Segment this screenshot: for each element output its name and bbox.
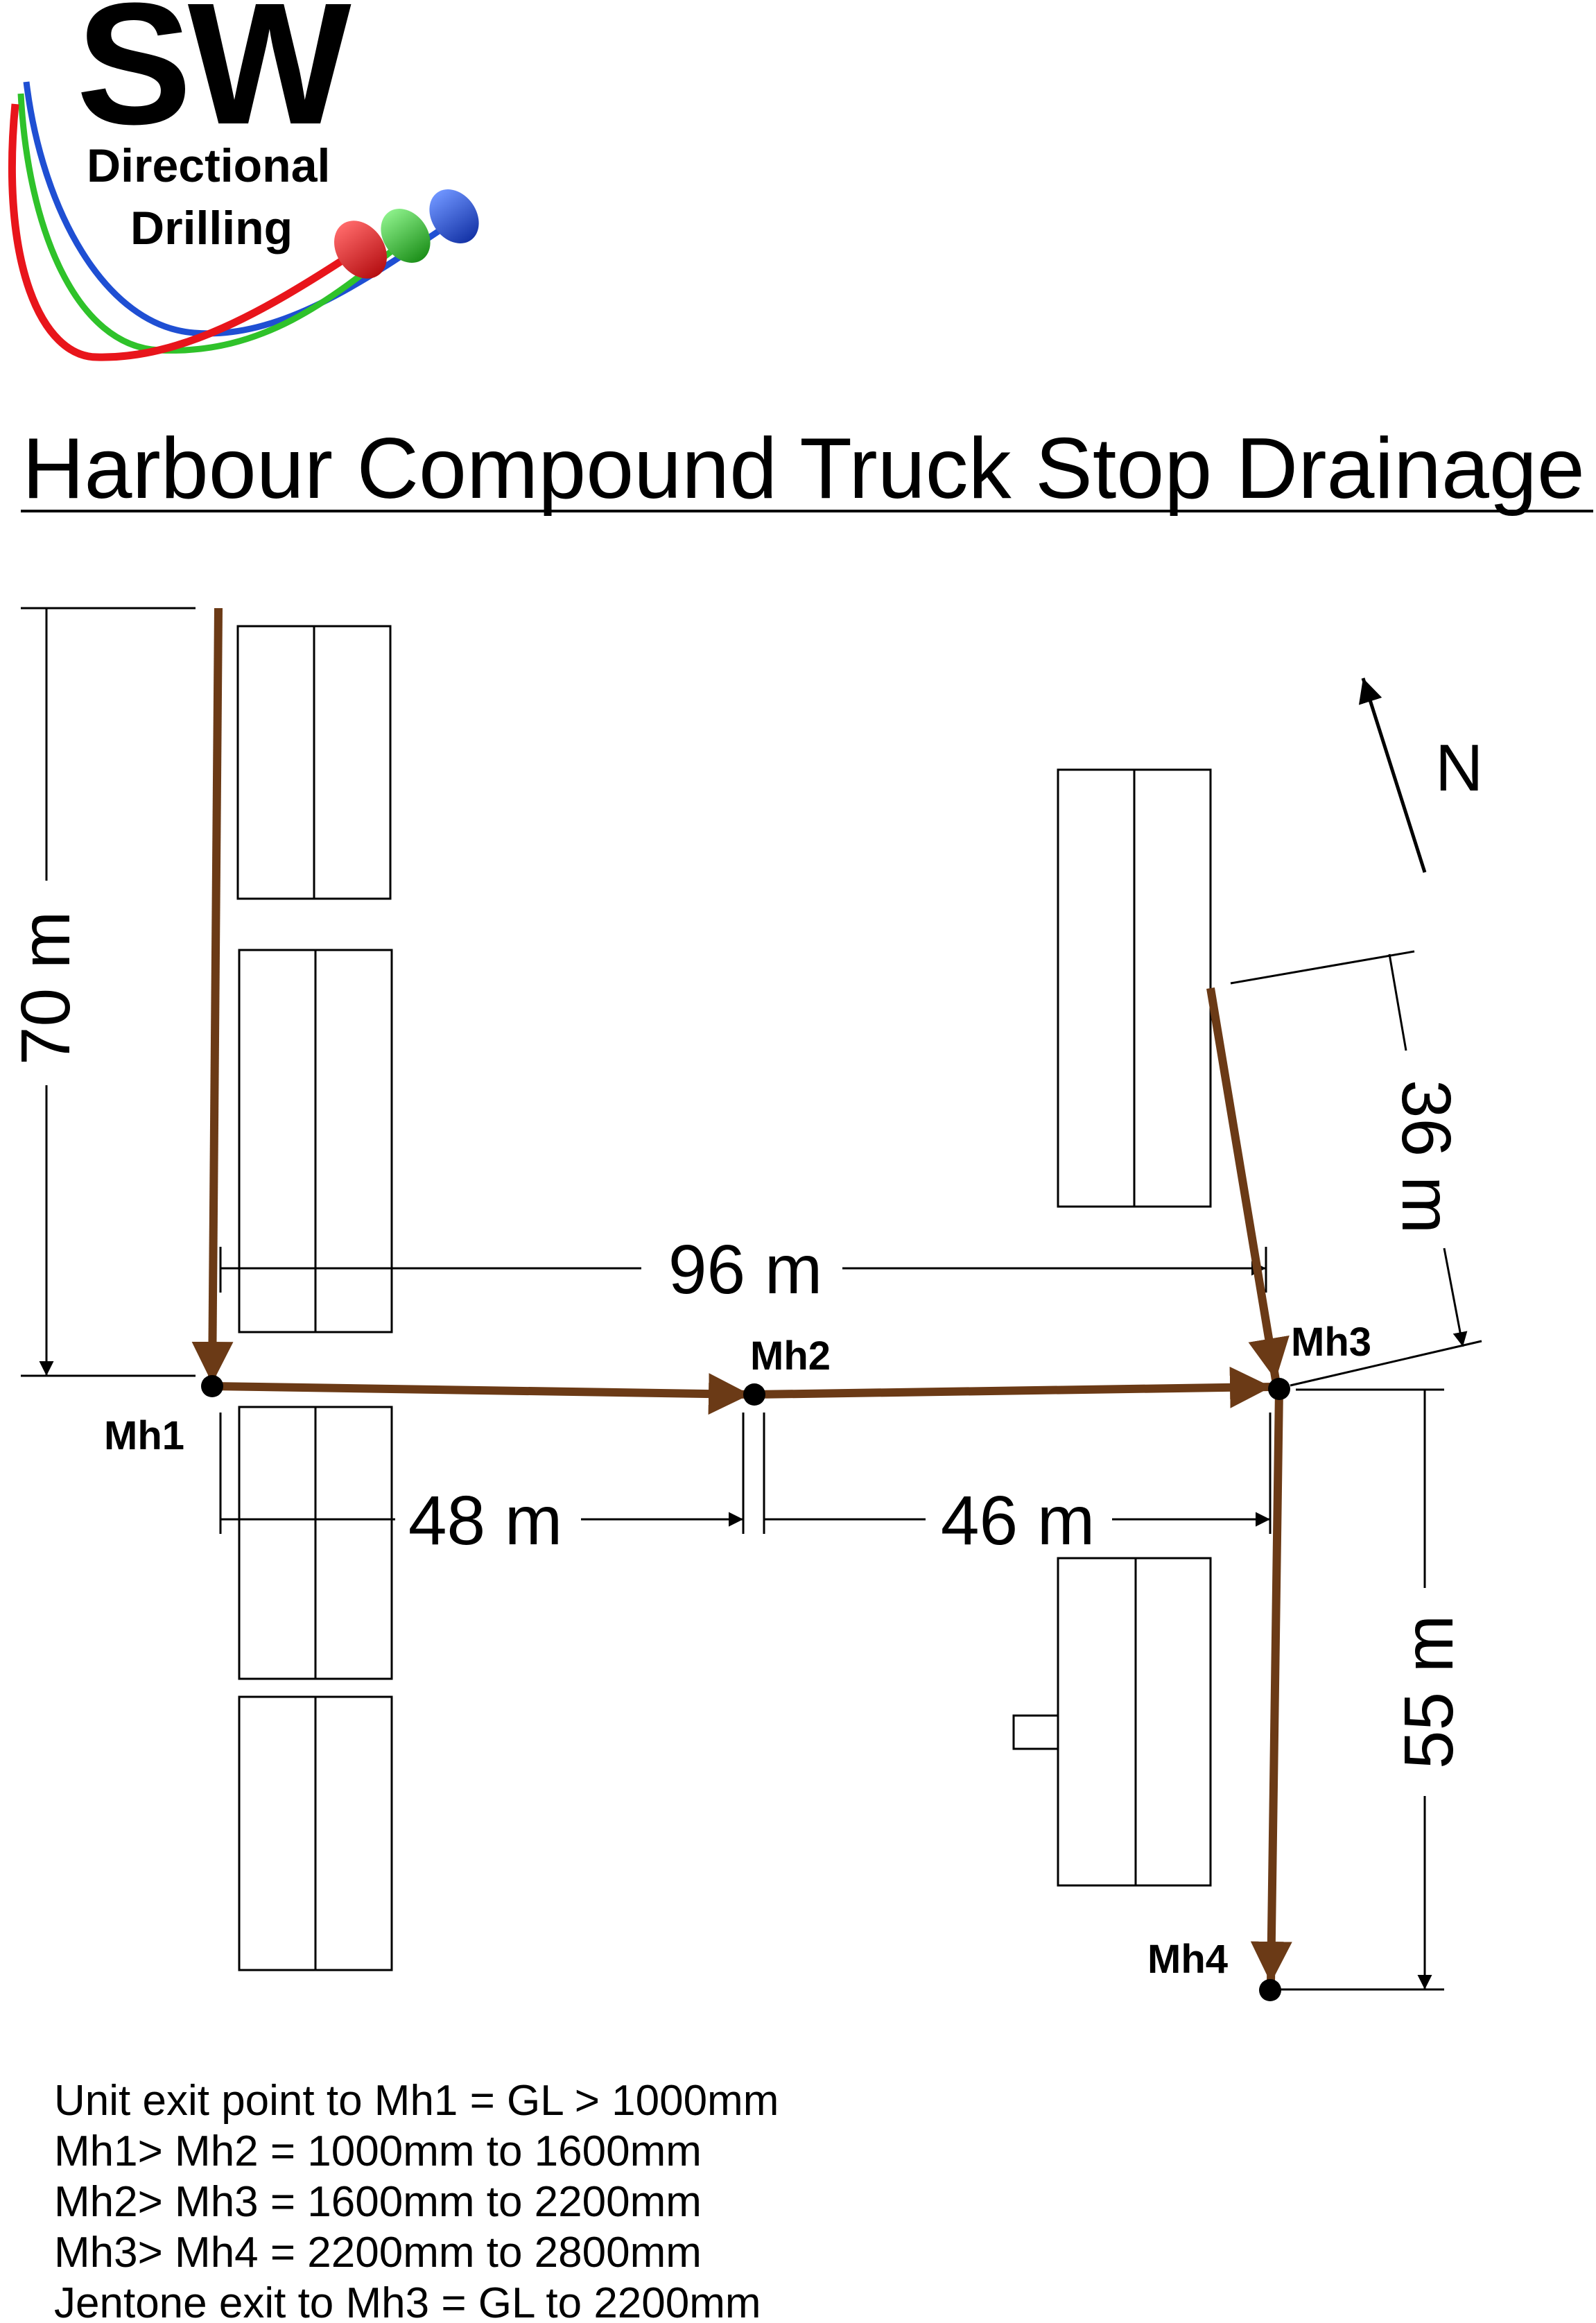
manhole-mh2 — [743, 1383, 765, 1406]
note-line: Mh2> Mh3 = 1600mm to 2200mm — [54, 2178, 702, 2226]
note-line: Mh3> Mh4 = 2200mm to 2800mm — [54, 2229, 702, 2277]
dimension-label-36m: 36 m — [1387, 1080, 1465, 1234]
pipe-mh2-to-mh3 — [754, 1366, 1272, 1408]
dimension-label-46m: 46 m — [941, 1482, 1095, 1560]
manhole-label-mh2: Mh2 — [750, 1333, 831, 1379]
north-arrow-icon — [1358, 677, 1427, 873]
trucks-right — [1012, 768, 1212, 1887]
manholes: Mh1 Mh2 Mh3 Mh4 — [104, 1320, 1371, 2001]
pipe-mh3-to-mh4 — [1250, 1388, 1292, 1984]
truck-right-2-hitch — [1012, 1714, 1059, 1750]
dimension-label-48m: 48 m — [408, 1482, 562, 1560]
logo-line-2: Drilling — [130, 202, 293, 254]
logo-swoosh-icon — [8, 81, 479, 361]
manhole-mh4 — [1259, 1979, 1281, 2001]
dimension-label-96m: 96 m — [668, 1231, 822, 1309]
note-line: Mh1> Mh2 = 1000mm to 1600mm — [54, 2127, 702, 2175]
manhole-mh1 — [201, 1375, 223, 1397]
logo-letters: SW — [76, 0, 352, 160]
manhole-label-mh1: Mh1 — [104, 1413, 184, 1458]
dimension-label-70m: 70 m — [7, 911, 85, 1065]
pipe-mh1-to-mh2 — [211, 1373, 751, 1415]
trucks-left — [236, 625, 393, 1971]
manhole-label-mh3: Mh3 — [1291, 1320, 1371, 1365]
page-title: Harbour Compound Truck Stop Drainage — [22, 421, 1585, 517]
manhole-mh3 — [1268, 1378, 1290, 1400]
note-line: Unit exit point to Mh1 = GL > 1000mm — [54, 2077, 779, 2125]
dimension-label-55m: 55 m — [1390, 1615, 1468, 1769]
north-arrow: N — [1358, 677, 1483, 873]
depth-notes: Unit exit point to Mh1 = GL > 1000mm Mh1… — [54, 2077, 779, 2323]
logo-line-1: Directional — [87, 139, 330, 192]
north-label: N — [1435, 731, 1483, 805]
note-line: Jentone exit to Mh3 = GL to 2200mm — [54, 2279, 761, 2323]
pipe-unit-to-mh1 — [191, 607, 234, 1384]
drainage-pipes — [191, 607, 1292, 1984]
pipe-jentone-to-mh3 — [1206, 987, 1290, 1381]
truck-right-2 — [1057, 1557, 1212, 1887]
manhole-label-mh4: Mh4 — [1147, 1937, 1228, 1982]
dimension-lines — [21, 607, 1482, 1991]
company-logo: SW Directional Drilling — [8, 0, 479, 361]
